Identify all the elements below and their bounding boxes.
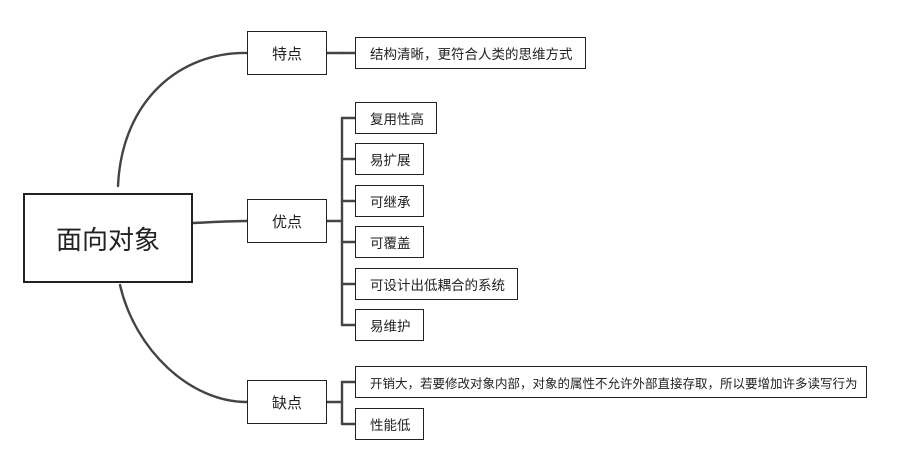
leaf-advantages-3: 可覆盖 [355,226,424,258]
root-label: 面向对象 [55,225,160,256]
branch-disadvantages-label: 缺点 [271,393,302,412]
leaf-label: 可继承 [370,195,411,211]
branch-features-label: 特点 [271,44,302,63]
leaf-disadvantages-0: 开销大，若要修改对象内部，对象的属性不允许外部直接存取，所以要增加许多读写行为 [355,366,867,398]
leaf-label: 复用性高 [370,112,424,128]
branch-disadvantages: 缺点 [247,380,327,424]
root-node: 面向对象 [23,193,193,283]
leaf-label: 性能低 [370,418,411,434]
leaf-disadvantages-1: 性能低 [355,408,424,440]
leaf-label: 开销大，若要修改对象内部，对象的属性不允许外部直接存取，所以要增加许多读写行为 [370,375,858,391]
leaf-advantages-1: 易扩展 [355,143,424,175]
branch-advantages: 优点 [247,199,327,243]
leaf-advantages-0: 复用性高 [355,102,437,134]
leaf-advantages-2: 可继承 [355,185,424,217]
leaf-label: 可设计出低耦合的系统 [370,278,505,294]
branch-features: 特点 [247,31,327,75]
leaf-label: 结构清晰，更符合人类的思维方式 [370,47,573,63]
leaf-advantages-4: 可设计出低耦合的系统 [355,268,518,300]
leaf-label: 易扩展 [370,153,411,169]
branch-advantages-label: 优点 [271,212,302,231]
leaf-label: 可覆盖 [370,236,411,252]
leaf-features-0: 结构清晰，更符合人类的思维方式 [355,37,586,69]
leaf-advantages-5: 易维护 [355,309,424,341]
leaf-label: 易维护 [370,319,411,335]
